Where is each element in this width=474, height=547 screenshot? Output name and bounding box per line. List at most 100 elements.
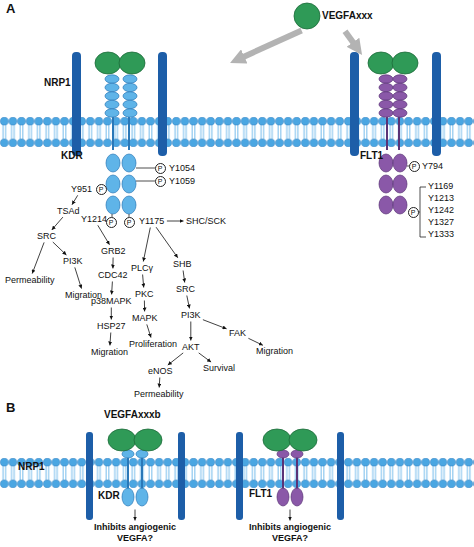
signal-arrow bbox=[52, 217, 63, 230]
phospho-circle: P bbox=[409, 161, 420, 172]
signal-arrow bbox=[248, 338, 263, 345]
outcome-node: Permeability bbox=[4, 275, 56, 285]
receptor-label: NRP1 bbox=[44, 77, 71, 88]
outcome-label: Inhibits angiogenic VEGFA? bbox=[238, 522, 342, 544]
molecule-node: PLCγ bbox=[130, 263, 154, 273]
molecule-node: MAPK bbox=[131, 313, 159, 323]
molecule-label: SHC/SCK bbox=[186, 216, 226, 226]
site-label: Y1214 bbox=[81, 214, 107, 224]
outcome-label: Inhibits angiogenic VEGFA? bbox=[83, 522, 187, 544]
signal-arrow bbox=[147, 324, 151, 337]
membrane bbox=[0, 117, 474, 147]
molecule-label: AKT bbox=[182, 342, 200, 352]
site-node: Y951 bbox=[70, 184, 93, 194]
signal-arrow bbox=[187, 296, 190, 309]
molecule-node: FAK bbox=[228, 328, 247, 338]
site-label: Y1169 bbox=[428, 181, 453, 191]
signal-arrow bbox=[190, 322, 191, 341]
site-node: Y1214 bbox=[80, 214, 108, 224]
molecule-node: eNOS bbox=[147, 366, 174, 376]
kdr-receptor bbox=[86, 429, 185, 520]
site-label: Y951 bbox=[71, 184, 92, 194]
signal-arrow bbox=[143, 275, 144, 288]
molecule-label: PLCγ bbox=[131, 263, 153, 273]
flt1-receptor bbox=[236, 429, 344, 520]
site-label: Y1059 bbox=[169, 176, 195, 186]
signal-arrow bbox=[156, 227, 178, 258]
molecule-label: SRC bbox=[176, 284, 195, 294]
phospho-mark: P bbox=[156, 177, 165, 186]
outcome-node: Proliferation bbox=[128, 339, 178, 349]
site-label: Y1327 bbox=[428, 217, 454, 227]
outcome-node: Permeability bbox=[133, 389, 185, 399]
outcome-node: Survival bbox=[202, 363, 236, 373]
ligand-label: VEGFAxxxb bbox=[104, 409, 161, 420]
phospho-circle: P bbox=[96, 184, 107, 195]
molecule-label: PI3K bbox=[63, 256, 83, 266]
outcome-label: Survival bbox=[203, 363, 235, 373]
signal-arrow bbox=[109, 333, 111, 346]
receptor: KDR bbox=[55, 45, 230, 160]
molecule-node: HSP27 bbox=[96, 321, 127, 331]
molecule-node: PI3K bbox=[62, 256, 84, 266]
molecule-label: SHB bbox=[173, 259, 192, 269]
flt1-receptor bbox=[350, 52, 441, 237]
signal-arrow bbox=[53, 242, 67, 255]
signal-arrow bbox=[143, 228, 150, 262]
phospho-mark: P bbox=[156, 164, 165, 173]
molecule-node: SHB bbox=[172, 259, 193, 269]
kdr-receptor bbox=[72, 52, 167, 217]
signal-arrow bbox=[135, 510, 136, 521]
phospho-circle: P bbox=[408, 207, 419, 218]
molecule-label: eNOS bbox=[148, 366, 173, 376]
signal-arrow bbox=[203, 320, 227, 329]
molecule-label: FAK bbox=[229, 328, 246, 338]
molecule-node: AKT bbox=[181, 342, 201, 352]
outcome-label: Migration bbox=[91, 347, 128, 357]
molecule-node: SHC/SCK bbox=[185, 216, 227, 226]
site-label: Y1333 bbox=[428, 229, 454, 239]
receptor-label: KDR bbox=[61, 150, 83, 161]
site-label: Y1054 bbox=[169, 163, 195, 173]
outcome-node: Migration bbox=[90, 347, 129, 357]
molecule-node: PI3K bbox=[180, 310, 202, 320]
outcome-label: Permeability bbox=[134, 389, 184, 399]
signal-arrow bbox=[72, 195, 78, 204]
outcome-node: Inhibits angiogenic VEGFA? bbox=[238, 522, 342, 544]
signal-arrow bbox=[75, 267, 82, 288]
signal-arrow bbox=[199, 353, 211, 362]
ligand: VEGFAxxx bbox=[292, 2, 376, 30]
phospho-circle: P bbox=[124, 217, 135, 228]
site-node: Y1175 bbox=[138, 216, 165, 226]
receptor-label: FLT1 bbox=[360, 150, 383, 161]
signal-arrow bbox=[144, 301, 145, 312]
outcome-label: Proliferation bbox=[129, 339, 177, 349]
molecule-node: GRB2 bbox=[100, 246, 127, 256]
molecule-label: p38MAPK bbox=[91, 296, 132, 306]
site-label: Y1175 bbox=[139, 216, 164, 226]
receptor-label: NRP1 bbox=[18, 461, 45, 472]
outcome-node: Inhibits angiogenic VEGFA? bbox=[83, 522, 187, 544]
site-label: Y1213 bbox=[428, 193, 454, 203]
molecule-node: TSAd bbox=[56, 206, 81, 216]
binding-arrow bbox=[345, 31, 356, 46]
signal-arrow bbox=[112, 258, 113, 269]
binding-arrow bbox=[240, 31, 302, 59]
phospho-circle: P bbox=[106, 217, 117, 228]
molecule-label: MAPK bbox=[132, 313, 158, 323]
phospho-circle: P bbox=[155, 163, 166, 174]
molecule-node: p38MAPK bbox=[90, 296, 133, 306]
phospho-mark: P bbox=[125, 218, 134, 227]
molecule-label: PKC bbox=[135, 289, 154, 299]
molecule-label: SRC bbox=[37, 231, 56, 241]
molecule-label: TSAd bbox=[57, 206, 80, 216]
outcome-label: Migration bbox=[256, 346, 293, 356]
molecule-label: PI3K bbox=[181, 310, 201, 320]
molecule-node: SRC bbox=[175, 284, 196, 294]
molecule-label: GRB2 bbox=[101, 246, 126, 256]
receptor: KDR bbox=[85, 428, 185, 508]
ligand: VEGFAxxxb bbox=[104, 409, 161, 420]
signal-arrow bbox=[32, 242, 44, 273]
